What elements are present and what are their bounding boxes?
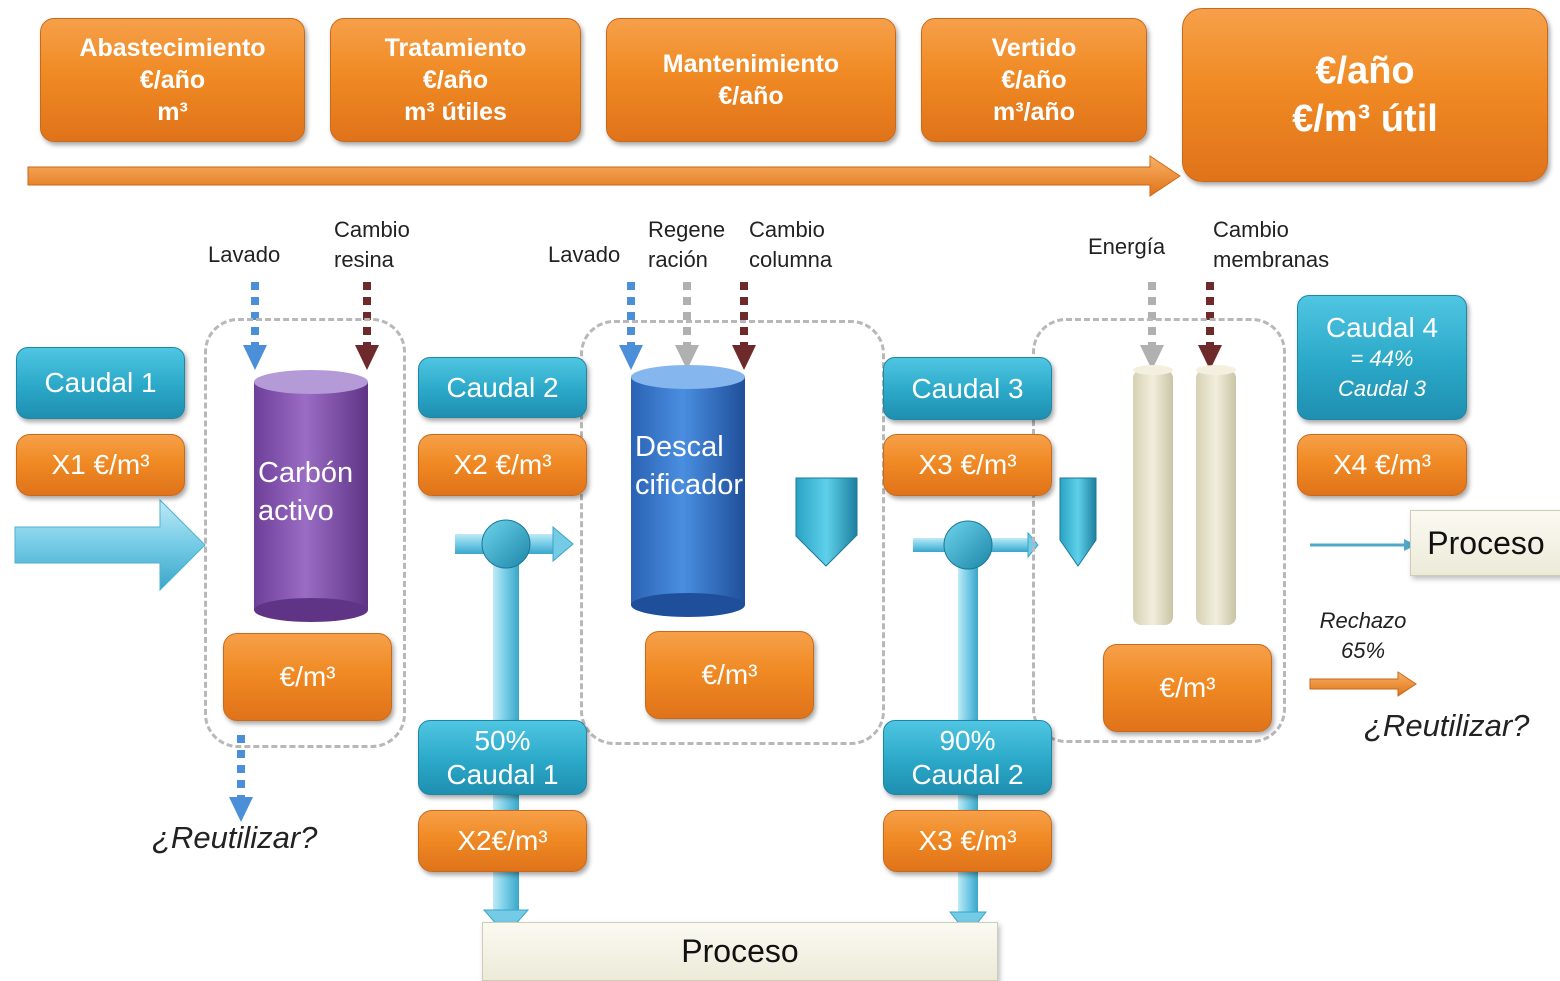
header-mantenimiento: Mantenimiento €/año [606, 18, 896, 142]
label-cambio-resina-line2: resina [334, 247, 394, 272]
header-abastecimiento-line1: Abastecimiento [79, 34, 266, 62]
cost-x2b-text: X2€/m³ [457, 825, 548, 856]
membranes [1133, 365, 1236, 625]
flow-caudal-1: Caudal 1 [16, 347, 185, 419]
cost-x4: X4 €/m³ [1297, 434, 1467, 496]
process-box-right: Proceso [1410, 510, 1560, 576]
dotted-arrows [229, 282, 1222, 822]
cost-x3-text: X3 €/m³ [918, 449, 1017, 480]
label-descal-line2: cificador [635, 469, 743, 501]
group-membranes [1032, 318, 1286, 743]
header-mantenimiento-line1: Mantenimiento [662, 50, 840, 78]
reject-arrow [1309, 671, 1417, 697]
label-regeneracion-line1: Regene [648, 217, 726, 242]
header-tratamiento-line1: Tratamiento [384, 34, 527, 62]
header-vertido-line3: m³/año [993, 98, 1075, 126]
header-abastecimiento-line3: m³ [157, 98, 188, 126]
flow-caudal-4-line3: Caudal 3 [1337, 375, 1427, 401]
inlet-arrow [14, 498, 206, 592]
label-lavado-2: Lavado [548, 242, 621, 267]
label-cambio-membranas: Cambio membranas [1213, 215, 1329, 275]
header-abastecimiento: Abastecimiento €/año m³ [40, 18, 305, 142]
header-total-line1: €/año [1315, 50, 1415, 92]
cost-x2-text: X2 €/m³ [453, 449, 552, 480]
label-descalcificador: Descal cificador [635, 428, 743, 504]
cost-unit-membranes: €/m³ [1103, 644, 1272, 732]
header-tratamiento: Tratamiento €/año m³ útiles [330, 18, 581, 142]
cost-x3b: X3 €/m³ [883, 810, 1052, 872]
descalcifier-cylinder [631, 365, 745, 617]
flow-caudal-4: Caudal 4 = 44% Caudal 3 [1297, 295, 1467, 420]
header-tratamiento-line3: m³ útiles [404, 98, 507, 126]
label-rechazo-line1: Rechazo [1319, 608, 1407, 633]
label-cambio-resina: Cambio resina [334, 215, 410, 275]
cost-x2: X2 €/m³ [418, 434, 587, 496]
label-regeneracion-line2: ración [648, 247, 708, 272]
flow-split-2-line2: Caudal 2 [911, 758, 1024, 790]
label-reutilizar-left: ¿Reutilizar? [152, 820, 318, 855]
flow-caudal-4-line2: = 44% [1350, 345, 1414, 371]
flow-split-1-line2: Caudal 1 [446, 758, 559, 790]
flow-caudal-2: Caudal 2 [418, 357, 587, 418]
header-total-line2: €/m³ útil [1292, 98, 1438, 140]
cost-x2b: X2€/m³ [418, 810, 587, 872]
flow-split-2: 90% Caudal 2 [883, 720, 1052, 795]
header-total: €/año €/m³ útil [1182, 8, 1548, 182]
timeline-arrow [27, 155, 1181, 197]
flow-split-2-line1: 90% [939, 724, 996, 756]
header-vertido: Vertido €/año m³/año [921, 18, 1147, 142]
cost-unit-membranes-text: €/m³ [1159, 672, 1216, 703]
process-arrow-right [1310, 539, 1416, 551]
label-cambio-membranas-line2: membranas [1213, 247, 1330, 272]
cost-x3b-text: X3 €/m³ [918, 825, 1017, 856]
group-carbon [204, 318, 406, 748]
flow-split-1-line1: 50% [474, 724, 531, 756]
cost-x1-text: X1 €/m³ [51, 449, 150, 480]
label-lavado-1: Lavado [208, 242, 281, 267]
label-energia: Energía [1088, 234, 1166, 259]
cost-x4-text: X4 €/m³ [1332, 449, 1432, 480]
label-cambio-membranas-line1: Cambio [1213, 217, 1289, 242]
group-descalcifier [580, 320, 885, 745]
carbon-cylinder [254, 370, 368, 622]
label-carbon-line2: activo [258, 495, 334, 527]
cost-unit-descal-text: €/m³ [701, 659, 758, 690]
label-cambio-columna: Cambio columna [749, 215, 832, 275]
flow-split-1: 50% Caudal 1 [418, 720, 587, 795]
header-mantenimiento-line2: €/año [718, 82, 784, 110]
cost-unit-descal: €/m³ [645, 631, 814, 719]
cost-unit-carbon-text: €/m³ [279, 661, 336, 692]
header-abastecimiento-line2: €/año [139, 66, 206, 94]
flow-caudal-3: Caudal 3 [883, 357, 1052, 420]
label-cambio-columna-line2: columna [749, 247, 833, 272]
label-cambio-columna-line1: Cambio [749, 217, 825, 242]
label-reutilizar-right: ¿Reutilizar? [1364, 708, 1530, 743]
label-carbon-line1: Carbón [258, 457, 354, 489]
label-rechazo: Rechazo 65% [1308, 606, 1418, 666]
label-regeneracion: Regene ración [648, 215, 725, 275]
label-rechazo-line2: 65% [1340, 638, 1386, 663]
header-vertido-line2: €/año [1001, 66, 1067, 94]
process-box-bottom: Proceso [482, 922, 998, 981]
label-descal-line1: Descal [635, 431, 724, 463]
header-tratamiento-line2: €/año [422, 66, 489, 94]
flow-caudal-4-line1: Caudal 4 [1325, 311, 1439, 343]
filter-shapes [795, 477, 1097, 567]
cost-unit-carbon: €/m³ [223, 633, 392, 721]
header-vertido-line1: Vertido [991, 34, 1077, 62]
label-cambio-resina-line1: Cambio [334, 217, 410, 242]
label-carbon-activo: Carbón activo [258, 454, 353, 530]
cost-x1: X1 €/m³ [16, 434, 185, 496]
cost-x3: X3 €/m³ [883, 434, 1052, 496]
